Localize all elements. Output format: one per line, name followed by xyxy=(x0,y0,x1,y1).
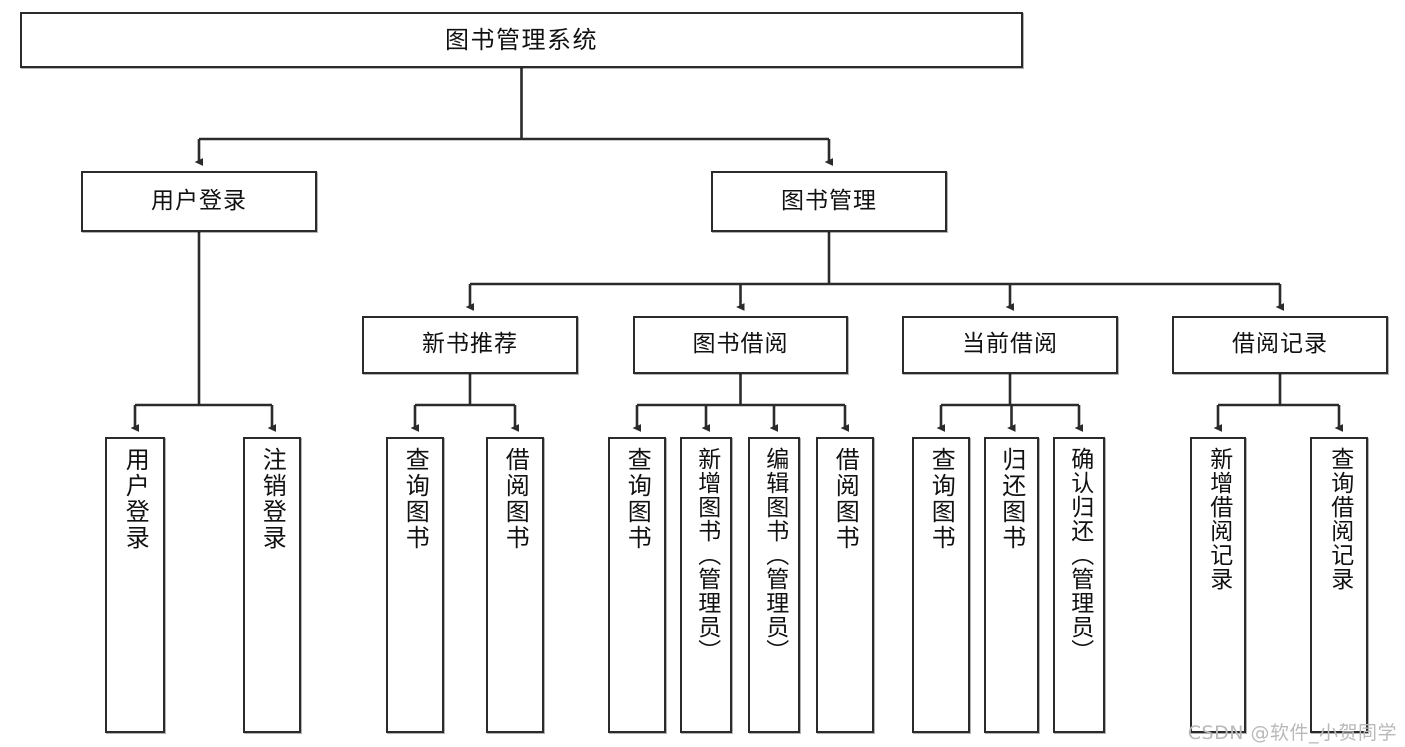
node-leaf-user-logout[interactable]: 注销登录 xyxy=(243,437,301,733)
node-label-leaf-add-book: 新增图书（管理员） xyxy=(693,447,720,663)
node-label-new-book-rec: 新书推荐 xyxy=(422,331,518,358)
node-label-leaf-borrow-book-2: 借阅图书 xyxy=(831,447,860,551)
node-label-leaf-query-book-1: 查询图书 xyxy=(401,447,430,551)
node-leaf-query-book-3[interactable]: 查询图书 xyxy=(912,437,970,733)
node-book-borrow[interactable]: 图书借阅 xyxy=(633,316,848,374)
node-borrow-record[interactable]: 借阅记录 xyxy=(1172,316,1388,374)
node-label-leaf-user-login: 用户登录 xyxy=(121,447,150,551)
node-new-book-rec[interactable]: 新书推荐 xyxy=(362,316,578,374)
node-leaf-add-book[interactable]: 新增图书（管理员） xyxy=(680,437,732,733)
node-label-leaf-query-book-2: 查询图书 xyxy=(623,447,652,551)
node-label-root: 图书管理系统 xyxy=(445,25,598,54)
node-root[interactable]: 图书管理系统 xyxy=(20,12,1023,68)
node-label-leaf-confirm-return: 确认归还（管理员） xyxy=(1066,447,1093,663)
node-user-login[interactable]: 用户登录 xyxy=(81,171,317,232)
csdn-watermark: CSDN @软件_小贺同学 xyxy=(1187,722,1397,744)
node-label-book-borrow: 图书借阅 xyxy=(692,331,789,358)
node-label-borrow-record: 借阅记录 xyxy=(1232,331,1328,358)
node-leaf-query-book-2[interactable]: 查询图书 xyxy=(608,437,666,733)
node-leaf-return-book[interactable]: 归还图书 xyxy=(984,437,1039,733)
node-leaf-add-record[interactable]: 新增借阅记录 xyxy=(1190,437,1246,733)
node-label-leaf-user-logout: 注销登录 xyxy=(258,447,287,551)
node-label-leaf-query-book-3: 查询图书 xyxy=(927,447,956,551)
node-leaf-query-record[interactable]: 查询借阅记录 xyxy=(1310,437,1368,733)
node-leaf-confirm-return[interactable]: 确认归还（管理员） xyxy=(1053,437,1105,733)
node-label-user-login: 用户登录 xyxy=(151,187,247,214)
node-label-leaf-return-book: 归还图书 xyxy=(997,447,1026,551)
node-book-manage[interactable]: 图书管理 xyxy=(711,171,947,232)
node-label-book-manage: 图书管理 xyxy=(781,187,877,214)
node-label-leaf-edit-book: 编辑图书（管理员） xyxy=(761,447,788,663)
node-label-leaf-query-record: 查询借阅记录 xyxy=(1326,447,1353,591)
node-leaf-borrow-book-2[interactable]: 借阅图书 xyxy=(816,437,874,733)
node-leaf-query-book-1[interactable]: 查询图书 xyxy=(386,437,444,733)
node-leaf-user-login[interactable]: 用户登录 xyxy=(105,437,165,733)
node-label-leaf-borrow-book-1: 借阅图书 xyxy=(501,447,530,551)
node-leaf-edit-book[interactable]: 编辑图书（管理员） xyxy=(748,437,800,733)
node-label-current-borrow: 当前借阅 xyxy=(962,331,1058,358)
node-current-borrow[interactable]: 当前借阅 xyxy=(902,316,1118,374)
node-label-leaf-add-record: 新增借阅记录 xyxy=(1205,447,1232,591)
node-leaf-borrow-book-1[interactable]: 借阅图书 xyxy=(486,437,544,733)
